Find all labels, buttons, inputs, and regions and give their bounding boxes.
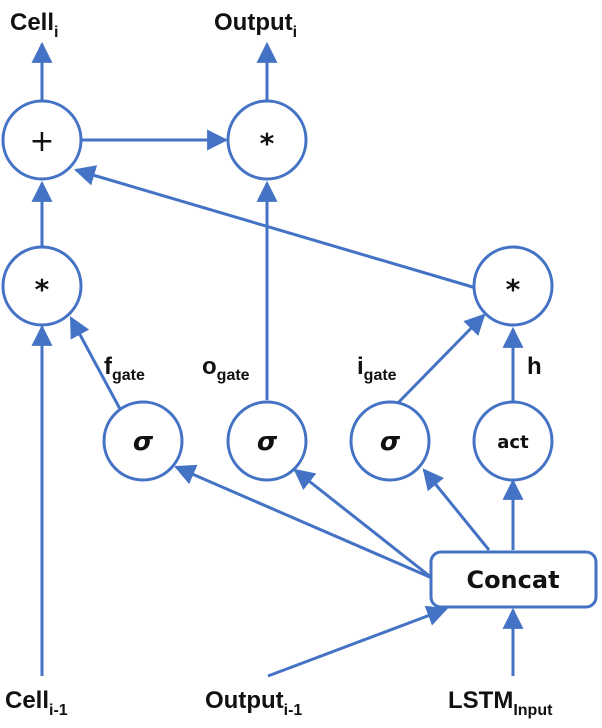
edge-output-in-to-concat <box>267 605 448 678</box>
previous-output-main: Output <box>205 687 284 714</box>
forget-sigmoid-label: σ <box>133 427 154 457</box>
input-gate-label: igate <box>357 353 397 384</box>
connections <box>31 41 524 678</box>
cell-multiply-label: * <box>35 273 50 306</box>
cell-output-main: Cell <box>10 9 54 36</box>
concat-label: Concat <box>466 566 559 594</box>
forget-sigmoid-node: σ <box>102 400 184 482</box>
output-gate-sub: gate <box>217 367 250 384</box>
edge-sigma-f-to-mult-cell <box>69 316 122 410</box>
input-sigmoid-node: σ <box>349 400 431 482</box>
activation-node: act <box>472 400 554 482</box>
hidden-output-sub: i <box>293 24 297 41</box>
edge-concat-to-sigma-i <box>422 468 491 551</box>
lstm-input-main: LSTM <box>448 687 513 714</box>
forget-gate-label: fgate <box>104 353 145 384</box>
previous-cell-sub: i-1 <box>49 702 68 719</box>
lstm-input-label: LSTMInput <box>448 687 553 719</box>
output-multiply-node: * <box>226 99 308 181</box>
activation-label: act <box>497 432 529 453</box>
input-gate-main: i <box>357 353 364 380</box>
plus-node: + <box>1 99 83 181</box>
previous-output-label: Outputi-1 <box>205 687 302 719</box>
concat-box: Concat <box>429 550 598 609</box>
forget-gate-sub: gate <box>112 367 145 384</box>
output-multiply-label: * <box>260 127 275 160</box>
input-multiply-label: * <box>506 273 521 306</box>
output-sigmoid-label: σ <box>257 427 278 457</box>
edge-concat-to-sigma-o <box>293 468 433 580</box>
edge-mult-input-to-plus <box>73 165 477 290</box>
h-label: h <box>527 353 542 380</box>
input-sigmoid-label: σ <box>380 427 401 457</box>
plus-node-label: + <box>29 124 54 159</box>
edge-sigma-i-to-mult-input <box>391 313 486 410</box>
hidden-output-main: Output <box>214 9 293 36</box>
output-gate-main: o <box>202 353 217 380</box>
input-multiply-node: * <box>472 245 554 327</box>
forget-gate-main: f <box>104 353 113 380</box>
input-gate-sub: gate <box>364 367 397 384</box>
cell-output-sub: i <box>54 24 58 41</box>
previous-output-sub: i-1 <box>284 702 303 719</box>
cell-output-label: Celli <box>10 9 58 41</box>
output-gate-label: ogate <box>202 353 250 384</box>
previous-cell-main: Cell <box>5 687 49 714</box>
lstm-input-sub: Input <box>513 702 553 719</box>
edge-concat-to-sigma-f <box>174 464 433 580</box>
previous-cell-label: Celli-1 <box>5 687 68 719</box>
cell-multiply-node: * <box>1 245 83 327</box>
output-sigmoid-node: σ <box>226 400 308 482</box>
hidden-output-label: Outputi <box>214 9 297 41</box>
